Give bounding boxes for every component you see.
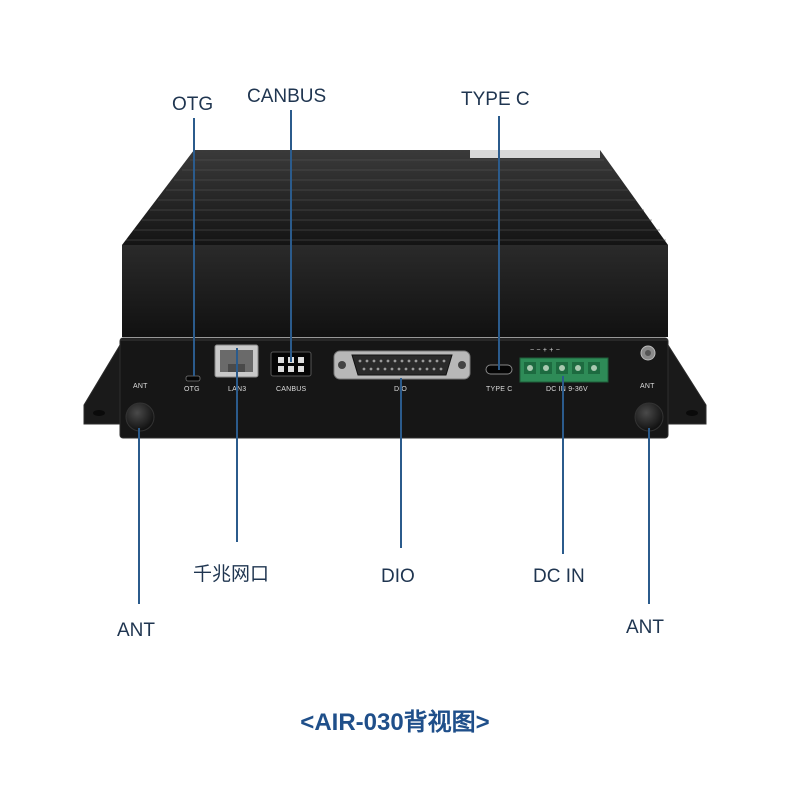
mounting-flange-left (83, 343, 121, 425)
panel-label-canbus: CANBUS (276, 386, 307, 393)
callout-lan: 千兆网口 (193, 564, 270, 585)
leader-line-canbus (290, 110, 292, 362)
callout-otg: OTG (172, 94, 214, 115)
callout-ant-right: ANT (626, 617, 664, 638)
leader-line-ant-right (648, 428, 650, 604)
ground-screw (640, 345, 656, 361)
leader-line-type-c (498, 116, 500, 370)
callout-dio: DIO (381, 566, 415, 587)
heatsink (122, 150, 668, 337)
panel-label-ant-right: ANT (640, 383, 655, 390)
antenna-connector-right (634, 402, 664, 432)
panel-label-dc-in: DC IN 9-36V (546, 386, 588, 393)
leader-line-ant-left (138, 428, 140, 604)
panel-label-ant-left: ANT (133, 383, 148, 390)
callout-dc-in: DC IN (533, 566, 585, 587)
leader-line-otg (193, 118, 195, 376)
mounting-flange-right (667, 343, 707, 425)
diagram-caption: <AIR-030背视图> (300, 709, 490, 736)
panel-label-terminal-polarity: − − + + − (530, 347, 561, 354)
leader-line-dc-in (562, 376, 564, 554)
panel-label-type-c: TYPE C (486, 386, 513, 393)
callout-canbus: CANBUS (247, 86, 327, 107)
callout-type-c: TYPE C (461, 89, 530, 110)
callout-ant-left: ANT (117, 620, 155, 641)
dc-in-terminal (519, 357, 609, 383)
panel-label-otg: OTG (184, 386, 200, 393)
dio-port (333, 350, 471, 380)
otg-port (185, 375, 201, 382)
antenna-connector-left (125, 402, 155, 432)
leader-line-dio (400, 378, 402, 548)
leader-line-lan (236, 348, 238, 542)
